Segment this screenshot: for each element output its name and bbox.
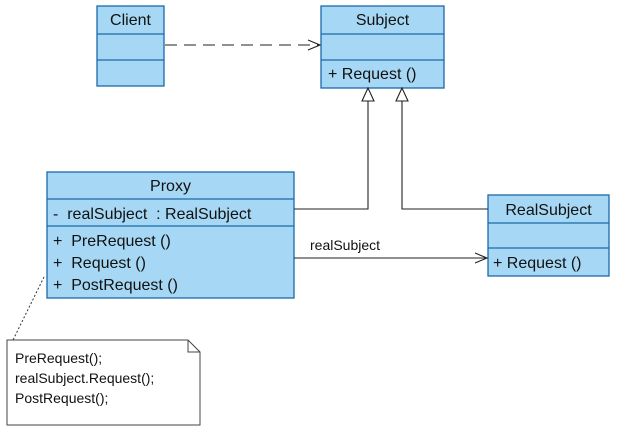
association-label-realsubject: realSubject xyxy=(310,237,380,253)
proxy-request-operation: + Request () xyxy=(53,255,146,272)
client-class[interactable]: Client xyxy=(96,5,165,87)
note-line-prerequest: PreRequest(); xyxy=(15,350,102,366)
note-line-realsubject-request: realSubject.Request(); xyxy=(15,370,154,386)
proxy-realsubject-association: realSubject xyxy=(294,237,489,264)
client-subject-dependency xyxy=(165,39,322,51)
realsubject-request-operation: + Request () xyxy=(493,255,581,272)
note-line-postrequest: PostRequest(); xyxy=(15,390,108,406)
realsubject-subject-generalization xyxy=(395,86,488,210)
proxy-postrequest-operation: + PostRequest () xyxy=(53,277,178,294)
client-class-name: Client xyxy=(110,12,151,29)
note-anchor-line xyxy=(12,276,45,341)
proxy-prerequest-operation: + PreRequest () xyxy=(53,233,171,250)
proxy-subject-generalization xyxy=(294,86,375,210)
code-note: PreRequest(); realSubject.Request(); Pos… xyxy=(6,339,201,426)
proxy-class[interactable]: Proxy - realSubject : RealSubject + PreR… xyxy=(46,171,295,299)
subject-class-name: Subject xyxy=(356,12,410,29)
proxy-class-name: Proxy xyxy=(150,178,191,195)
subject-class[interactable]: Subject + Request () xyxy=(320,5,445,89)
proxy-realsubject-attribute: - realSubject : RealSubject xyxy=(53,206,252,223)
subject-request-operation: + Request () xyxy=(328,66,416,83)
realsubject-class[interactable]: RealSubject + Request () xyxy=(487,194,610,277)
realsubject-class-name: RealSubject xyxy=(505,202,592,219)
